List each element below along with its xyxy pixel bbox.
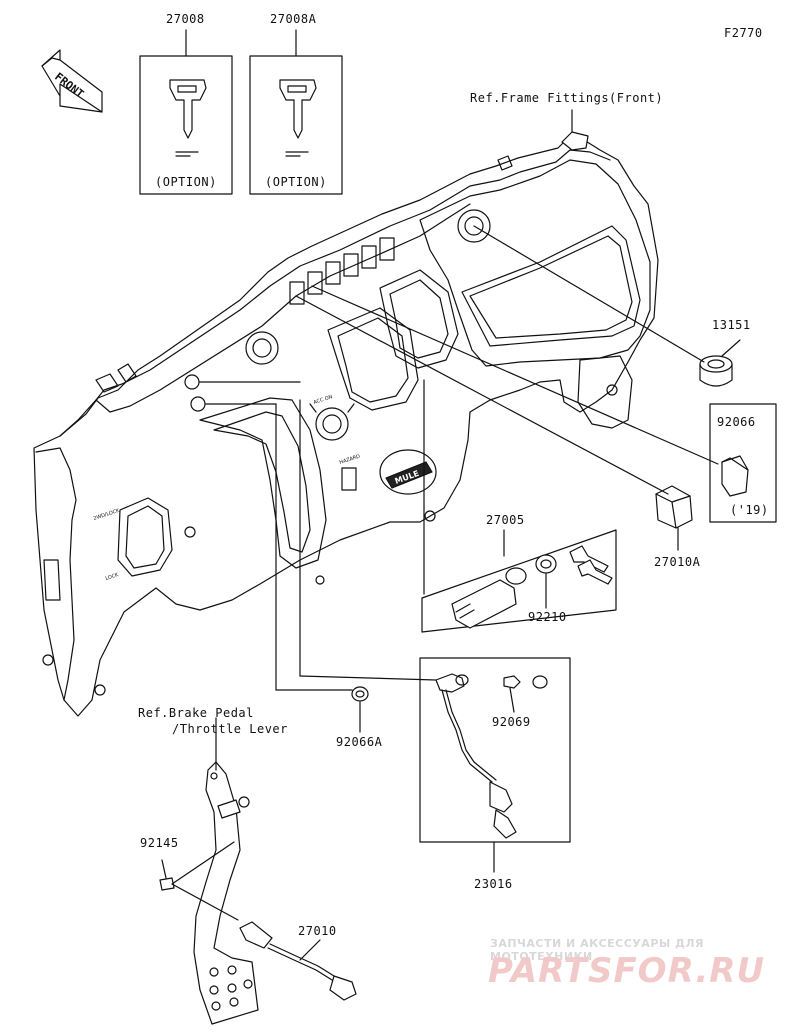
part-label-92066a: 92066A <box>336 735 383 749</box>
switch-part-92066 <box>721 455 749 497</box>
nut-part-92210 <box>535 554 557 574</box>
key-icon <box>169 79 207 157</box>
grommet-part-92069 <box>503 675 548 689</box>
key-pair-icon <box>569 545 613 585</box>
ignition-assembly-box <box>421 529 617 633</box>
part-label-92210: 92210 <box>528 610 567 624</box>
ignition-switch-part <box>451 567 527 629</box>
figure-code: F2770 <box>724 26 763 40</box>
ref-frame-fittings: Ref.Frame Fittings(Front) <box>470 91 664 105</box>
part-label-92066: 92066 <box>717 415 756 429</box>
watermark-tagline: ЗАПЧАСТИ И АКСЕССУАРЫ ДЛЯ МОТОТЕХНИКИ <box>490 937 705 963</box>
mule-badge <box>379 449 437 495</box>
part-label-27008a: 27008A <box>270 12 317 26</box>
sensor-harness-part <box>435 673 517 839</box>
watermark-brand: PARTSFOR.RU <box>488 951 766 991</box>
ignition-switch-knob <box>315 407 349 441</box>
ignition-marking: ACC ON <box>313 394 334 406</box>
option-box-92066 <box>709 403 777 523</box>
ref-brake-pedal: Ref.Brake Pedal <box>138 706 254 720</box>
year-note: ('19) <box>730 503 769 517</box>
option-label-27008a: (OPTION) <box>265 175 327 189</box>
rocker-switch-part-27010a <box>655 485 693 529</box>
part-label-27010a: 27010A <box>654 555 701 569</box>
stopper-part-92145 <box>159 841 239 921</box>
ref-throttle-lever: /Throttle Lever <box>172 722 288 736</box>
socket-hole <box>457 209 491 243</box>
brake-switch-part-27010 <box>239 921 357 1001</box>
key-icon <box>279 79 317 157</box>
sensor-assembly-box <box>419 657 571 843</box>
grommet-part-92066a <box>351 686 369 702</box>
part-label-27005: 27005 <box>486 513 525 527</box>
mode-marking: LOCK <box>105 572 120 582</box>
brake-pedal-assembly <box>193 761 259 1025</box>
part-label-23016: 23016 <box>474 877 513 891</box>
part-label-27010: 27010 <box>298 924 337 938</box>
option-label-27008: (OPTION) <box>155 175 217 189</box>
part-label-92145: 92145 <box>140 836 179 850</box>
part-label-92069: 92069 <box>492 715 531 729</box>
part-label-13151: 13151 <box>712 318 751 332</box>
dashboard-panel <box>33 131 659 717</box>
front-direction-arrow <box>41 49 103 113</box>
part-label-27008: 27008 <box>166 12 205 26</box>
accessory-socket-part <box>699 339 741 387</box>
